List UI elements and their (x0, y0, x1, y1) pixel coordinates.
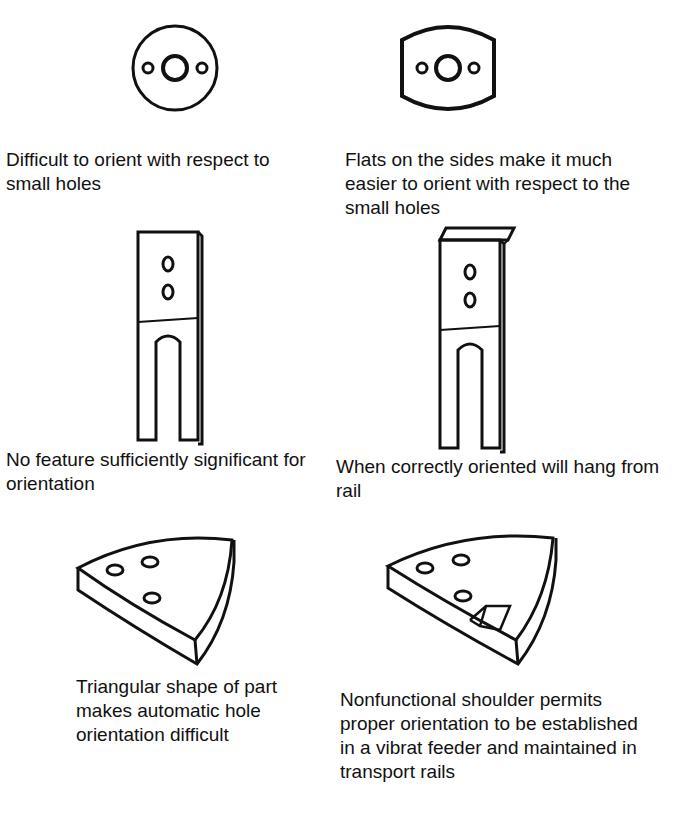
triangular-part (78, 538, 234, 664)
caption: Flats on the sides make it much easier t… (345, 148, 665, 220)
caption: When correctly oriented will hang from r… (336, 455, 666, 503)
caption: Nonfunctional shoulder permits proper or… (340, 688, 650, 784)
round-disc (133, 26, 217, 110)
plain-plate (138, 232, 202, 444)
lipped-plate (440, 228, 514, 452)
caption: Triangular shape of part makes automatic… (76, 675, 286, 747)
caption: No feature sufficiently significant for … (6, 448, 306, 496)
caption: Difficult to orient with respect to smal… (6, 148, 306, 196)
flatted-disc (402, 27, 494, 109)
shouldered-part (388, 536, 556, 664)
